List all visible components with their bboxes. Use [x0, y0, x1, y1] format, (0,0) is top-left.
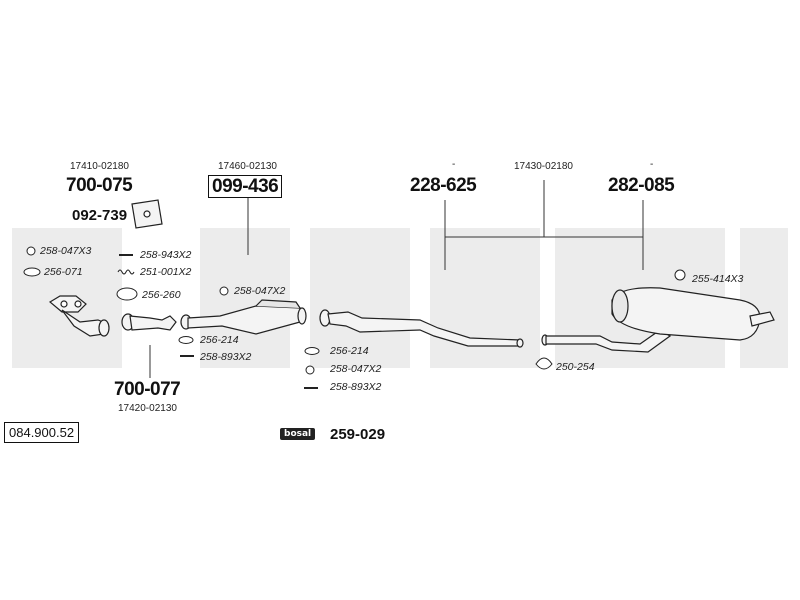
clamp-icon	[535, 357, 553, 370]
cat-oem-code: 17460-02130	[218, 161, 277, 172]
rear-muffler	[541, 287, 775, 353]
cat-part-number: 099-436	[208, 175, 283, 198]
watermark-block-2	[200, 228, 290, 368]
front-pipe	[48, 295, 110, 337]
rear-left-part-number: 228-625	[410, 175, 477, 196]
hardware-label: 256-260	[142, 289, 181, 301]
bracket-icon	[131, 199, 163, 229]
hardware-label: 256-214	[330, 345, 369, 357]
mid-oem-code: 17420-02130	[118, 403, 177, 414]
right-group-dash: -	[650, 159, 654, 170]
nut-icon	[305, 365, 315, 375]
watermark-block-3	[310, 228, 410, 368]
mid-pipe	[121, 313, 177, 331]
left-group-dash: -	[452, 159, 456, 170]
hardware-label: 258-047X2	[330, 363, 382, 375]
rear-oem-code: 17430-02180	[514, 161, 573, 172]
catalytic-converter	[180, 299, 307, 335]
spring-icon	[117, 269, 135, 275]
gasket-icon	[178, 336, 194, 344]
front-oem-code: 17410-02180	[70, 161, 129, 172]
ring-gasket-icon	[116, 287, 138, 301]
reference-number: 084.900.52	[4, 422, 80, 443]
gasket-icon	[23, 267, 41, 277]
hardware-label: 256-071	[44, 266, 83, 278]
rear-right-part-number: 282-085	[608, 175, 675, 196]
mid-part-number: 700-077	[114, 379, 181, 400]
rubber-mount-icon	[674, 269, 686, 281]
hardware-label: 258-047X3	[40, 245, 92, 257]
front-sub-part: 092-739	[72, 207, 128, 224]
hardware-label: 256-214	[200, 334, 239, 346]
hardware-label: 255-414X3	[692, 273, 744, 285]
hardware-label: 251-001X2	[140, 266, 192, 278]
watermark-block-6	[740, 228, 788, 368]
hardware-icons	[23, 246, 686, 389]
kit-part-number: 259-029	[330, 426, 386, 443]
hardware-label: 258-943X2	[140, 249, 192, 261]
nut-icon	[219, 286, 229, 296]
hardware-label: 250-254	[556, 361, 595, 373]
gasket-icon	[304, 347, 320, 355]
hardware-label: 258-047X2	[234, 285, 286, 297]
nut-icon	[26, 246, 36, 256]
bosal-logo: bosal	[280, 428, 316, 440]
front-part-number: 700-075	[66, 175, 133, 196]
hardware-label: 258-893X2	[330, 381, 382, 393]
hardware-label: 258-893X2	[200, 351, 252, 363]
front-silencer	[319, 309, 524, 348]
